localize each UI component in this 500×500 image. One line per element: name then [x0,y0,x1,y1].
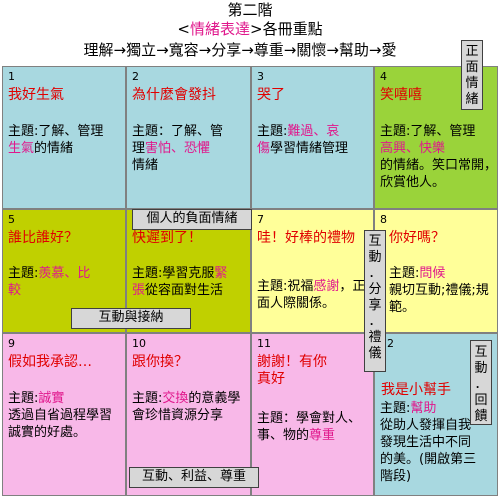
cell-number: 10 [132,337,146,350]
cell-8: 8 你好嗎？ 主題:問候 親切互動;禮儀;規範。 [374,209,498,333]
cell-title: 快遲到了！ [132,230,202,246]
cell-title: 哇！好棒的禮物 [257,230,355,246]
cell-body: 主題：了解、管 理害怕、恐懼 情緒 [132,124,224,173]
cell-5: 5 誰比誰好？ 主題:羨慕、比 較 [2,209,126,333]
cell-1: 1 我好生氣 主題:了解、管理 生氣的情緒 [2,66,126,209]
label-interaction-feedback: 互動．回饋 [470,340,492,425]
label-interaction-share-etiquette-text: 互動．分享．禮儀 [368,234,382,361]
cell-9: 9 假如我承認… 主題:誠實 透過自省過程學習誠實的好處。 [2,333,126,496]
cell-number: 3 [257,70,264,83]
cell-3: 3 哭了 主題:難過、哀 傷學習情緒管理 [251,66,374,209]
cell-number: 1 [8,70,15,83]
cell-number: 7 [257,213,264,226]
label-interaction-benefit-respect: 互動、利益、尊重 [129,467,259,488]
cell-number: 9 [8,337,15,350]
cell-7: 7 哇！好棒的禮物 主題:祝福感謝，正面人際關係。 [251,209,374,333]
label-positive-emotions: 正面情緒 [461,40,483,110]
cell-body: 主題:學習克服緊 張從容面對生活 [132,266,228,298]
cell-title: 你好嗎？ [389,230,445,246]
header-sequence: 理解→獨立→寬容→分享→尊重→關懷→幫助→愛 [83,41,397,59]
cell-number: 5 [8,213,15,226]
cell-11: 11 謝謝！有你真好 主題：學會對人、事、物的尊重 [251,333,374,496]
cell-body: 主題:羨慕、比 較 [8,266,91,298]
cell-body: 主題:交換的意義學會珍惜資源分享 [132,391,241,423]
cell-body: 主題:祝福感謝，正面人際關係。 [257,279,366,311]
header-step: 第二階 [227,1,273,19]
label-negative-emotions: 個人的負面情緒 [132,209,252,230]
cell-title: 我是小幫手 [381,382,451,398]
cell-body: 主題:誠實 透過自省過程學習誠實的好處。 [8,391,113,440]
cell-number: 4 [380,70,387,83]
cell-body: 主題:問候 親切互動;禮儀;規範。 [389,266,489,315]
cell-number: 2 [132,70,139,83]
cell-number: 8 [380,213,387,226]
cell-number: 11 [257,337,271,350]
cell-title: 我好生氣 [8,87,64,103]
label-interaction-feedback-text: 互動．回饋 [474,345,488,424]
cell-title: 誰比誰好？ [8,230,78,246]
cell-title: 謝謝！有你真好 [257,354,327,387]
cell-body: 主題:幫助 從助人發揮自我發現生活中不同的美。(開啟第三階段) [380,401,477,484]
label-interaction-share-etiquette: 互動．分享．禮儀 [364,230,386,372]
header-subtitle: <情緒表達>各冊重點 [177,20,323,38]
cell-title: 哭了 [257,87,285,103]
cell-2: 2 為什麼會發抖 主題：了解、管 理害怕、恐懼 情緒 [126,66,251,209]
cell-title: 假如我承認… [8,354,92,370]
label-interaction-acceptance: 互動與接納 [71,308,191,329]
cell-title: 笑嘻嘻 [380,87,422,103]
label-positive-emotions-text: 正面情緒 [465,44,479,107]
cell-body: 主題:了解、管理 生氣的情緒 [8,124,104,156]
cell-body: 主題：學會對人、事、物的尊重 [257,411,362,443]
cell-title: 為什麼會發抖 [132,87,216,103]
cell-body: 主題:了解、管理 高興、快樂 的情緒。笑口常開，欣賞他人。 [380,124,498,190]
cell-body: 主題:難過、哀 傷學習情緒管理 [257,124,349,156]
cell-title: 跟你換？ [132,354,188,370]
